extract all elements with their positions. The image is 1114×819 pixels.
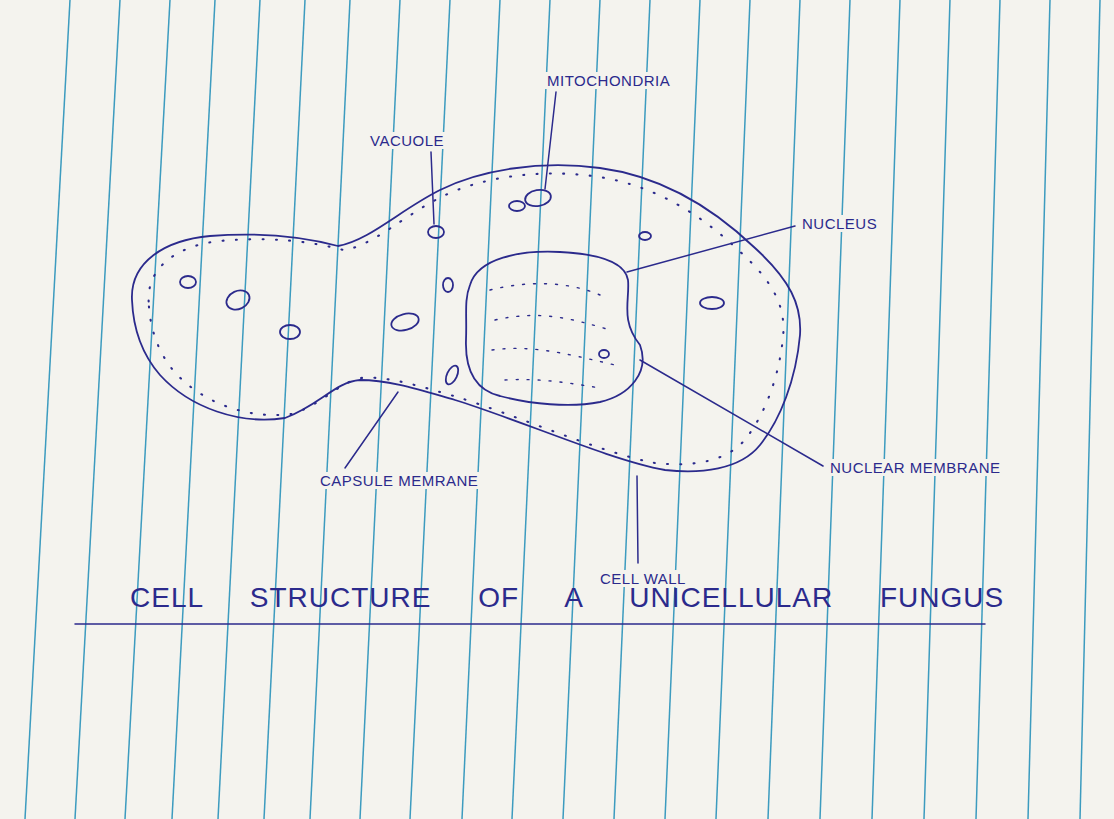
mitochondria-label: MITOCHONDRIA — [545, 72, 672, 89]
nuclear-membrane-label: NUCLEAR MEMBRANE — [828, 459, 1003, 476]
vacuole-label: VACUOLE — [368, 132, 446, 149]
cell-wall — [132, 165, 800, 471]
nucleus-label: NUCLEUS — [800, 215, 879, 232]
ruled-lines — [25, 0, 1100, 819]
caption: CELL STRUCTURE OF A UNICELLULAR FUNGUS — [130, 582, 1004, 614]
cell-wall-label: CELL WALL — [598, 570, 688, 587]
nucleoplasm — [490, 284, 615, 388]
leader-lines — [75, 92, 985, 624]
capsule-membrane — [149, 173, 784, 464]
capsule-label: CAPSULE MEMRANE — [318, 472, 480, 489]
nucleus — [466, 252, 643, 405]
organelles — [180, 188, 724, 386]
